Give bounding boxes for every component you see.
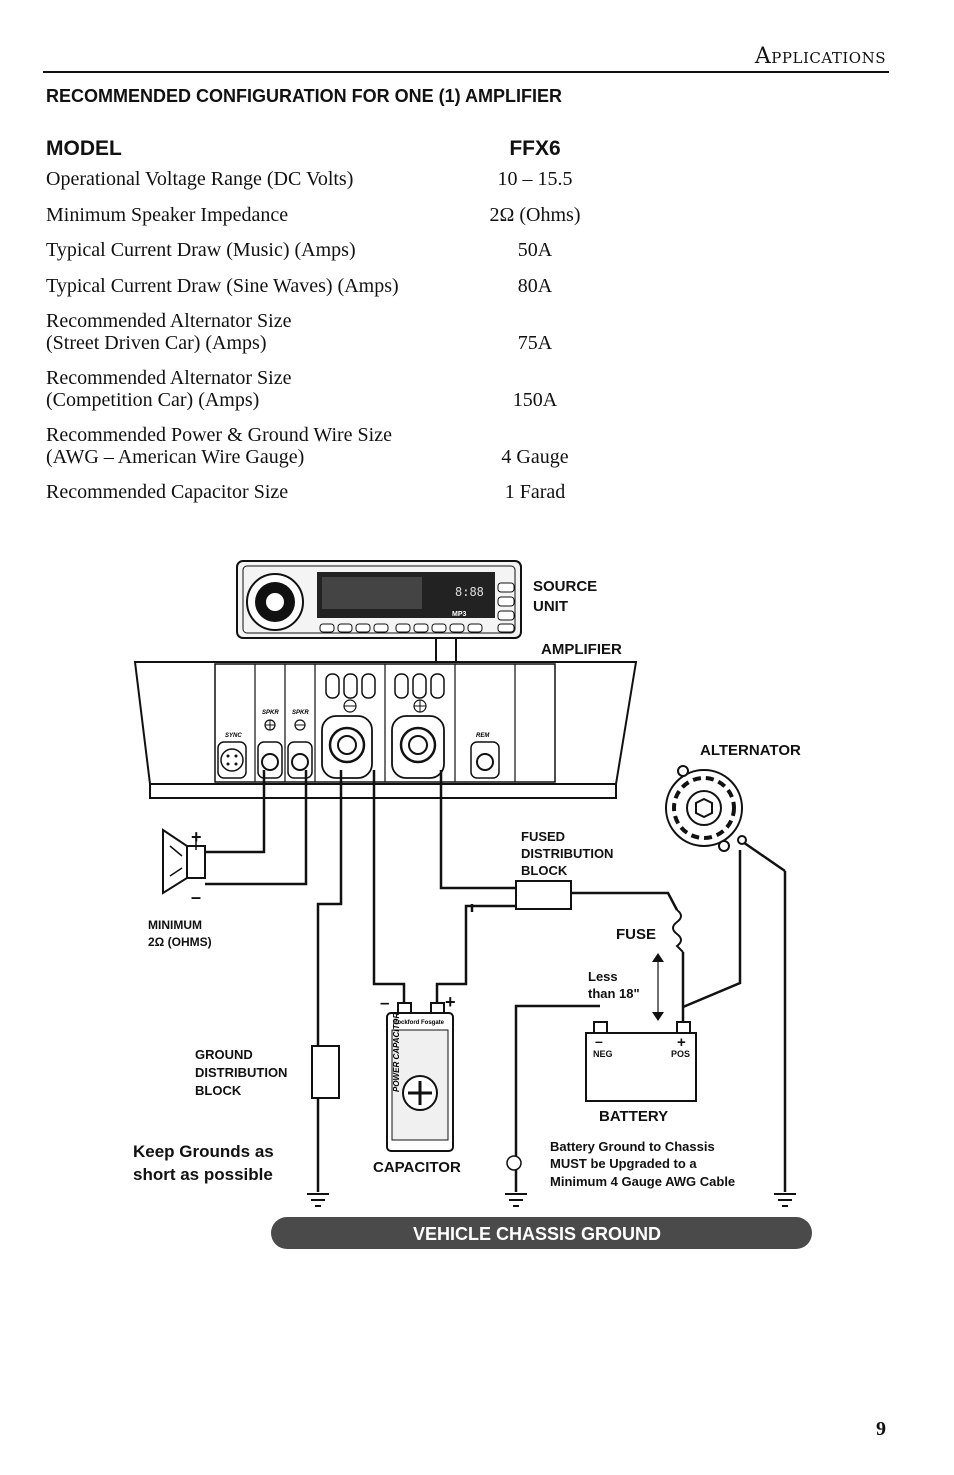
min-impedance-label: 2Ω (OHMS) <box>148 935 212 949</box>
spec-value: 50A <box>517 239 553 261</box>
wiring-diagram: 8:88 MP3 SOURCE UNIT AMPLIFIER <box>133 560 812 1249</box>
spec-row: Recommended Alternator Size(Competition … <box>46 367 666 411</box>
spec-row: Recommended Alternator Size(Street Drive… <box>46 310 666 354</box>
battery-label: BATTERY <box>599 1108 668 1125</box>
page-number: 9 <box>876 1418 886 1440</box>
model-heading: MODEL <box>46 137 122 160</box>
spec-value: 2Ω (Ohms) <box>489 204 581 226</box>
section-title: Applications <box>754 44 886 69</box>
capacitor-label: CAPACITOR <box>373 1159 461 1176</box>
capacitor-brand: Rockford Fosgate <box>393 1020 445 1026</box>
spec-label: Recommended Power & Ground Wire Size(AWG… <box>46 424 486 468</box>
fuse-label: FUSE <box>616 926 656 943</box>
spec-row: Recommended Power & Ground Wire Size(AWG… <box>46 424 666 468</box>
source-unit: 8:88 MP3 <box>236 560 522 639</box>
wires <box>205 770 787 1192</box>
rem-label: REM <box>476 733 490 739</box>
header-rule <box>43 71 889 73</box>
spec-row: Recommended Capacitor Size 1 Farad <box>46 481 666 503</box>
battery <box>585 1021 697 1102</box>
pos-label: POS <box>671 1049 690 1059</box>
capacitor-minus: – <box>380 993 389 1012</box>
spec-label-line2: (AWG – American Wire Gauge) <box>46 446 305 468</box>
config-title: RECOMMENDED CONFIGURATION FOR ONE (1) AM… <box>46 86 562 106</box>
spec-label: Recommended Alternator Size(Street Drive… <box>46 310 486 354</box>
spec-label: Typical Current Draw (Music) (Amps) <box>46 239 356 261</box>
capacitor: Rockford Fosgate POWER CAPACITOR <box>386 1002 454 1152</box>
spec-label: Recommended Alternator Size(Competition … <box>46 367 486 411</box>
spec-table: MODEL FFX6 Operational Voltage Range (DC… <box>46 138 666 504</box>
fused-block-label: BLOCK <box>521 863 568 878</box>
head-unit-display: 8:88 <box>455 585 484 599</box>
source-unit-label: SOURCE <box>533 578 597 595</box>
neg-label: NEG <box>593 1049 613 1059</box>
spec-label-line1: Recommended Alternator Size <box>46 367 292 389</box>
battery-minus: – <box>595 1033 603 1049</box>
battery-ground-note: Battery Ground to Chassis <box>550 1139 715 1154</box>
battery-plus: + <box>677 1034 686 1051</box>
spec-row: Typical Current Draw (Sine Waves) (Amps)… <box>46 275 666 297</box>
ground-block-label: DISTRIBUTION <box>195 1065 287 1080</box>
spec-value: 10 – 15.5 <box>497 168 573 190</box>
speaker-plus: + <box>191 827 202 847</box>
spec-value: 75A <box>517 332 553 354</box>
ground-block-label: GROUND <box>195 1047 253 1062</box>
fused-block-label: FUSED <box>521 829 565 844</box>
mp3-label: MP3 <box>452 611 467 618</box>
spec-label: Operational Voltage Range (DC Volts) <box>46 168 354 190</box>
spec-label: Typical Current Draw (Sine Waves) (Amps) <box>46 275 399 297</box>
spec-header-row: MODEL FFX6 <box>46 138 666 166</box>
spec-row: Operational Voltage Range (DC Volts) 10 … <box>46 168 666 190</box>
spkr-label: SPKR <box>292 710 309 716</box>
chassis-ground-label: VEHICLE CHASSIS GROUND <box>413 1224 661 1244</box>
ground-symbols <box>307 1193 796 1207</box>
spec-row: Minimum Speaker Impedance 2Ω (Ohms) <box>46 204 666 226</box>
spec-value: 1 Farad <box>504 481 566 503</box>
spec-value: 150A <box>512 389 558 411</box>
spec-value: 4 Gauge <box>501 446 569 468</box>
spec-label-line1: Recommended Power & Ground Wire Size <box>46 424 392 446</box>
sync-label: SYNC <box>225 733 242 739</box>
spec-label-line2: (Street Driven Car) (Amps) <box>46 332 267 354</box>
spec-value: 80A <box>517 275 553 297</box>
battery-ground-note: MUST be Upgraded to a <box>550 1156 697 1171</box>
speaker <box>162 828 206 895</box>
spec-label-line1: Recommended Alternator Size <box>46 310 292 332</box>
keep-grounds-note: Keep Grounds as <box>133 1142 274 1161</box>
alternator-label: ALTERNATOR <box>700 742 801 759</box>
source-unit-label: UNIT <box>533 598 568 615</box>
amplifier-label: AMPLIFIER <box>541 641 622 658</box>
distance-arrow <box>652 953 664 1021</box>
capacitor-plus: + <box>445 992 456 1012</box>
amplifier: SYNC SPKR SPKR REM <box>133 661 638 799</box>
ground-block-label: BLOCK <box>195 1083 242 1098</box>
spkr-label: SPKR <box>262 710 279 716</box>
distance-label: than 18" <box>588 986 640 1001</box>
upgrade-marker <box>506 1155 522 1171</box>
battery-ground-note: Minimum 4 Gauge AWG Cable <box>550 1174 735 1189</box>
min-impedance-label: MINIMUM <box>148 918 202 932</box>
distance-label: Less <box>588 969 618 984</box>
speaker-minus: – <box>191 887 201 907</box>
spec-label-line2: (Competition Car) (Amps) <box>46 389 260 411</box>
capacitor-text: POWER CAPACITOR <box>392 1013 401 1092</box>
fused-distribution-block <box>515 880 572 910</box>
fused-block-label: DISTRIBUTION <box>521 846 613 861</box>
model-value: FFX6 <box>509 137 561 160</box>
chassis-ground-bar <box>271 1217 812 1249</box>
alternator <box>665 765 747 852</box>
spec-label: Minimum Speaker Impedance <box>46 204 289 226</box>
keep-grounds-note: short as possible <box>133 1165 273 1184</box>
ground-distribution-block <box>311 1045 340 1099</box>
spec-row: Typical Current Draw (Music) (Amps) 50A <box>46 239 666 261</box>
fuse <box>672 909 684 953</box>
spec-label: Recommended Capacitor Size <box>46 481 289 503</box>
